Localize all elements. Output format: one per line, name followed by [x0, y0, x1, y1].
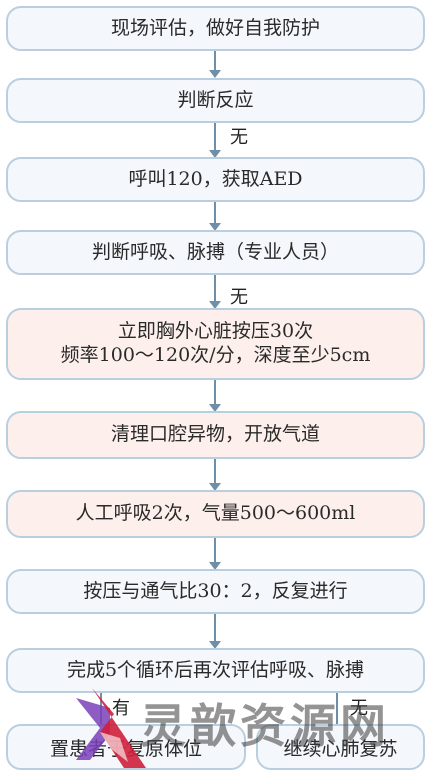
step-label: 清理口腔异物，开放气道 — [110, 423, 320, 446]
connector — [214, 459, 216, 484]
connector — [214, 614, 216, 642]
label-no-reaction: 无 — [230, 127, 248, 148]
step-label: 按压与通气比30：2，反复进行 — [83, 579, 348, 602]
connector — [214, 275, 216, 302]
step-label: 现场评估，做好自我防护 — [110, 16, 320, 39]
step-reassess: 完成5个循环后再次评估呼吸、脉搏 — [6, 648, 425, 693]
outcome-label: 继续心肺复苏 — [283, 737, 398, 760]
step-label-line1: 立即胸外心脏按压30次 — [117, 320, 314, 343]
arrow-head — [209, 641, 221, 649]
step-label: 判断反应 — [177, 88, 254, 111]
step-rescue-breaths: 人工呼吸2次，气量500～600ml — [6, 490, 425, 538]
label-no: 无 — [350, 698, 368, 719]
step-open-airway: 清理口腔异物，开放气道 — [6, 411, 425, 459]
arrow-head — [209, 404, 221, 412]
connector — [214, 380, 216, 405]
step-label: 呼叫120，获取AED — [128, 167, 303, 190]
arrow-head — [209, 150, 221, 158]
step-label-line2: 频率100～120次/分，深度至少5cm — [60, 344, 371, 366]
step-label: 完成5个循环后再次评估呼吸、脉搏 — [66, 658, 365, 681]
step-chest-compression: 立即胸外心脏按压30次 频率100～120次/分，深度至少5cm — [6, 308, 425, 380]
connector — [214, 123, 216, 151]
arrow-head — [209, 483, 221, 491]
arrow-head — [209, 562, 221, 570]
connector — [214, 538, 216, 563]
arrow-head — [209, 70, 221, 78]
watermark-logo-icon — [76, 688, 146, 768]
step-check-response: 判断反应 — [6, 78, 425, 123]
arrow-head — [209, 301, 221, 309]
step-label: 人工呼吸2次，气量500～600ml — [75, 502, 356, 525]
connector — [214, 202, 216, 224]
arrow-head — [209, 223, 221, 231]
step-check-breathing: 判断呼吸、脉搏（专业人员） — [6, 230, 425, 275]
step-label: 判断呼吸、脉搏（专业人员） — [91, 240, 339, 263]
watermark-text: 灵歆资源网 — [140, 699, 390, 753]
label-yes: 有 — [112, 698, 130, 719]
outcome-continue-cpr: 继续心肺复苏 — [256, 724, 425, 770]
connector — [214, 51, 216, 71]
label-no-breathing: 无 — [230, 287, 248, 308]
step-compression-ratio: 按压与通气比30：2，反复进行 — [6, 569, 425, 614]
step-call-120: 呼叫120，获取AED — [6, 157, 425, 202]
step-scene-assessment: 现场评估，做好自我防护 — [6, 6, 425, 51]
branch-line-right — [336, 693, 338, 724]
